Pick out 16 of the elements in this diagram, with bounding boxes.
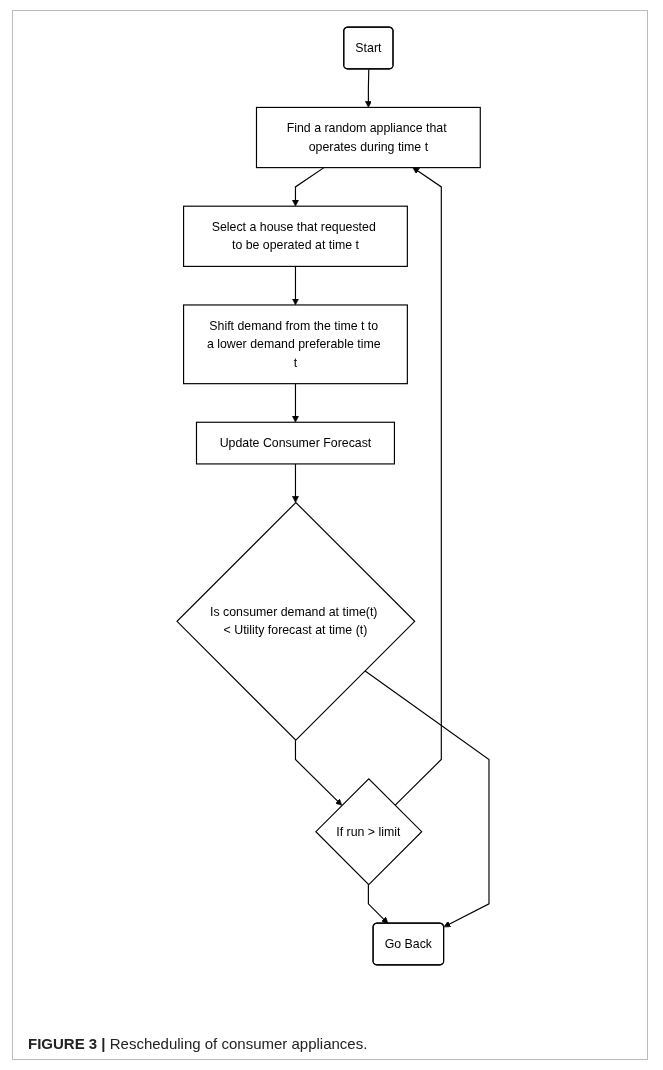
arrow [294, 739, 343, 806]
arrow [365, 68, 372, 108]
arrow [292, 463, 299, 503]
node-diamond: If run > limit [315, 777, 423, 886]
arrow [292, 265, 299, 306]
node-box: Shift demand from the time t to a lower demand preferable time t [183, 304, 408, 385]
node-diamond: Is consumer demand at time(t) < Utility forecast at time (t) [176, 501, 416, 741]
node-box: Find a random appliance that operates during time t [255, 106, 481, 169]
arrow [292, 383, 299, 423]
arrow [292, 167, 325, 207]
arrow [394, 167, 442, 806]
node-box: Select a house that requested to be operated at time t [183, 205, 408, 267]
arrow [364, 670, 490, 928]
arrow [367, 884, 389, 924]
figure-caption: FIGURE 3 | Rescheduling of consumer appliances. [28, 1035, 368, 1052]
node-box: Update Consumer Forecast [195, 421, 395, 465]
